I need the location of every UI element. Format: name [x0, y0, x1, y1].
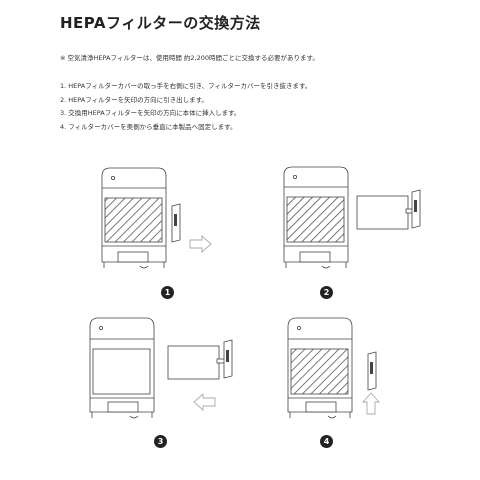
instruction-step-1: 1. HEPAフィルターカバーの取っ手を右側に引き、フィルターカバーを引き抜きま…: [60, 82, 312, 90]
filter-cover-2: [411, 189, 421, 229]
page-title: HEPAフィルターの交換方法: [60, 14, 261, 32]
instruction-step-3: 3. 交換用HEPAフィルターを矢印の方向に本体に挿入します。: [60, 109, 241, 117]
arrow-right-icon: [189, 234, 212, 254]
step-number-badge-1: 1: [161, 286, 174, 299]
arrow-left-icon: [193, 392, 216, 412]
purifier-unit-3: [89, 317, 155, 419]
replacement-note: ※ 空気清浄HEPAフィルターは、使用時間 約2,200時間ごとに交換する必要が…: [60, 54, 319, 62]
figure-2: [283, 166, 421, 269]
instruction-step-4: 4. フィルターカバーを奥側から垂直に本製品へ固定します。: [60, 122, 237, 131]
hepa-filter-3: [167, 345, 226, 380]
arrow-up-icon: [361, 392, 381, 415]
hepa-filter-2: [356, 195, 415, 230]
filter-cover-3: [223, 339, 233, 379]
figure-3: [89, 317, 233, 419]
figure-4: [287, 317, 381, 419]
purifier-unit-4: [287, 317, 353, 419]
purifier-unit-1: [101, 167, 167, 269]
filter-cover-4: [367, 351, 377, 391]
filter-cover-1: [171, 203, 181, 243]
step-number-badge-3: 3: [154, 435, 167, 448]
purifier-unit-2: [283, 166, 349, 269]
instruction-step-2: 2. HEPAフィルターを矢印の方向に引き出します。: [60, 95, 208, 104]
step-number-badge-4: 4: [320, 435, 333, 448]
instruction-list: 1. HEPAフィルターカバーの取っ手を右側に引き、フィルターカバーを引き抜きま…: [60, 80, 311, 134]
step-number-badge-2: 2: [320, 286, 333, 299]
figure-1: [101, 167, 212, 269]
